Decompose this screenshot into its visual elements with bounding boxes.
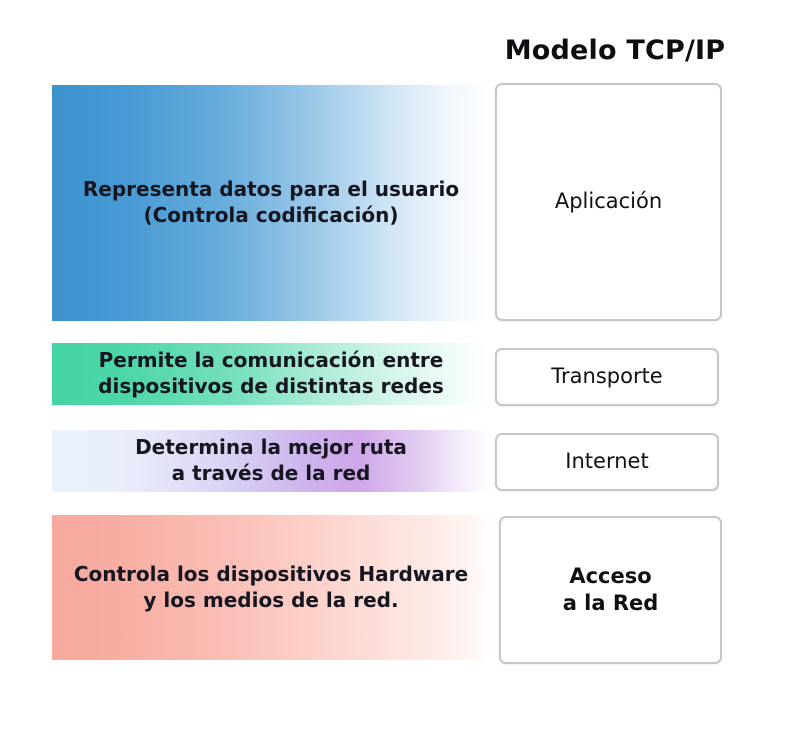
layer-label-access-line-1: Acceso <box>569 563 652 588</box>
description-line-1: Representa datos para el usuario <box>82 177 460 202</box>
description-band-transport: Permite la comunicación entre dispositiv… <box>52 343 490 405</box>
description-band-access: Controla los dispositivos Hardware y los… <box>52 515 490 660</box>
page-title: Modelo TCP/IP <box>504 35 726 66</box>
layer-label-internet: Internet <box>565 449 649 474</box>
layer-box-transport[interactable]: Transporte <box>495 348 719 406</box>
layer-box-application[interactable]: Aplicación <box>495 83 722 321</box>
description-line-2: y los medios de la red. <box>143 587 399 612</box>
description-line-1: Determina la mejor ruta <box>135 435 407 460</box>
layer-label-transport: Transporte <box>551 364 663 389</box>
layer-box-internet[interactable]: Internet <box>495 433 719 491</box>
layer-label-access: Acceso a la Red <box>563 563 659 618</box>
description-band-application: Representa datos para el usuario (Contro… <box>52 85 490 321</box>
layer-label-application: Aplicación <box>554 189 663 214</box>
description-band-internet: Determina la mejor ruta a través de la r… <box>52 430 490 492</box>
description-line-2: (Controla codificación) <box>143 203 399 227</box>
description-line-1: Controla los dispositivos Hardware <box>73 561 469 586</box>
layer-label-access-line-2: a la Red <box>562 591 659 615</box>
layer-box-access[interactable]: Acceso a la Red <box>499 516 722 664</box>
description-line-2: dispositivos de distintas redes <box>98 374 444 398</box>
description-line-2: a través de la red <box>171 461 371 485</box>
description-line-1: Permite la comunicación entre <box>98 348 444 373</box>
